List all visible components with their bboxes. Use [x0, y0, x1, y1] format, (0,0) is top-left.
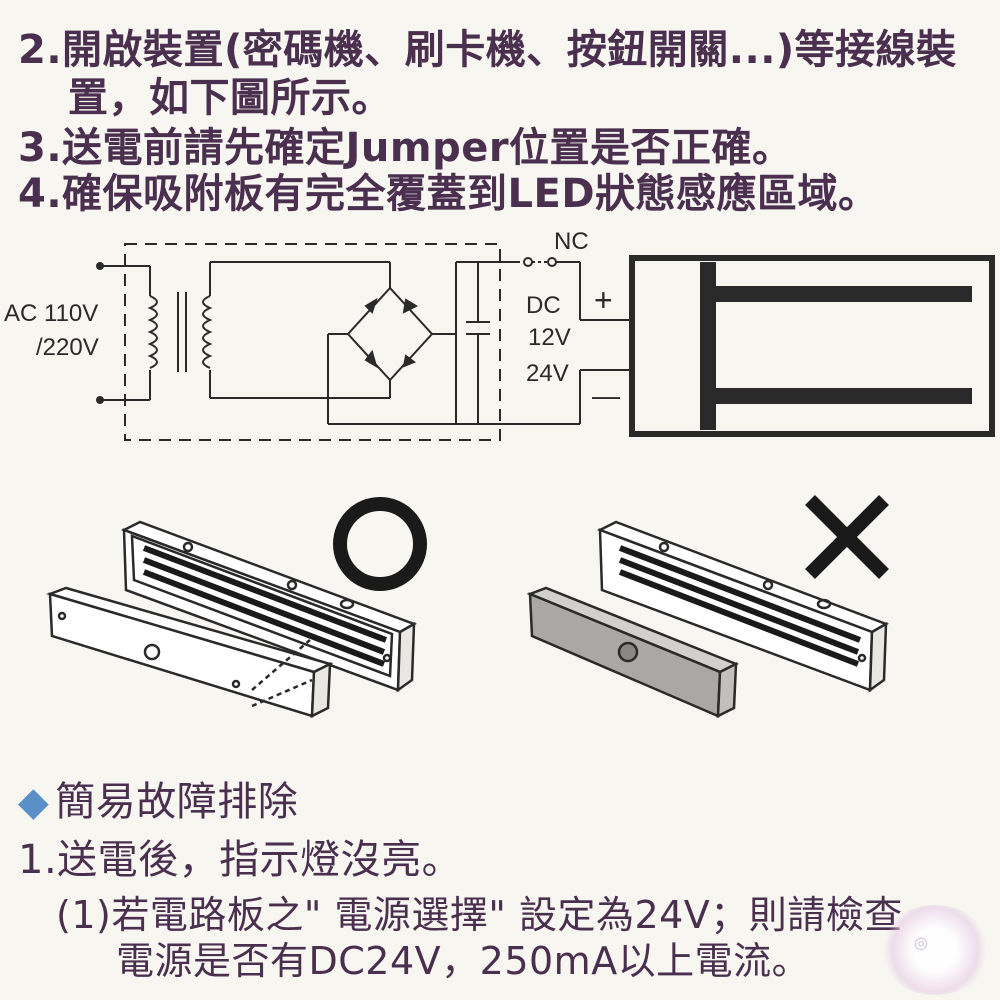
- wiring-diagram: [46, 243, 995, 719]
- troubleshooting-item-1: 1.送電後，指示燈沒亮。: [18, 837, 463, 883]
- incorrect-x-icon: [805, 495, 889, 579]
- dc-12v-label: 12V: [528, 324, 571, 351]
- dc-label: DC: [526, 292, 561, 319]
- positive-terminal-label: +: [594, 282, 613, 318]
- troubleshooting-title: 簡易故障排除: [55, 779, 299, 825]
- nc-label: NC: [554, 228, 589, 255]
- correct-installation-illustration: [46, 520, 417, 719]
- negative-terminal-label: —: [592, 380, 620, 411]
- incorrect-installation-illustration: [526, 520, 889, 719]
- electromagnet-block: [629, 255, 995, 437]
- ac-terminal-top: [96, 262, 104, 270]
- transformer-secondary-coil: [202, 295, 213, 369]
- dc-24v-label: 24V: [526, 360, 569, 387]
- troubleshooting-item-1-sub-line1: (1)若電路板之" 電源選擇" 設定為24V；則請檢查: [56, 893, 903, 937]
- transformer-primary-coil: [147, 295, 158, 369]
- nc-contact-left: [523, 257, 533, 267]
- troubleshooting-heading: ◆簡易故障排除: [18, 782, 298, 822]
- ac-terminal-bottom: [96, 396, 104, 404]
- watermark-seal: ◎: [880, 905, 990, 995]
- instruction-line-2-continued: 置，如下圖所示。: [68, 75, 392, 121]
- instruction-line-2: 2.開啟裝置(密碼機、刷卡機、按鈕開關...)等接線裝: [18, 27, 957, 73]
- ac-voltage-label: AC 110V: [4, 300, 99, 327]
- diamond-bullet-icon: ◆: [18, 779, 50, 825]
- bridge-rectifier: [346, 262, 434, 398]
- instruction-line-4: 4.確保吸附板有完全覆蓋到LED狀態感應區域。: [18, 171, 879, 217]
- correct-o-icon: [333, 497, 427, 591]
- watermark-seal-mark: ◎: [914, 933, 928, 952]
- nc-contact-right: [547, 257, 557, 267]
- ac-voltage-label-alt: /220V: [36, 334, 99, 361]
- troubleshooting-item-1-sub-line2: 電源是否有DC24V，250mA以上電流。: [116, 939, 811, 983]
- instruction-line-3: 3.送電前請先確定Jumper位置是否正確。: [18, 125, 793, 171]
- power-supply-box: [124, 243, 501, 441]
